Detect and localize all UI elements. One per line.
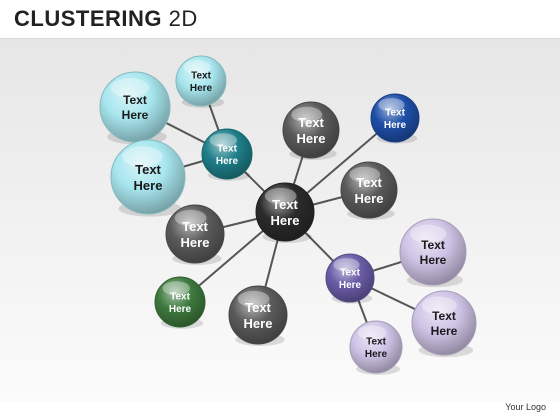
title-suffix: 2D bbox=[162, 6, 198, 31]
node-label-line2: Here bbox=[365, 349, 388, 360]
node-label-line1: Text bbox=[217, 144, 237, 155]
node-label-line2: Here bbox=[134, 178, 163, 193]
node-label-line1: Text bbox=[135, 162, 161, 177]
node-label-line2: Here bbox=[216, 156, 239, 167]
node-circle bbox=[411, 290, 477, 356]
node-label-line2: Here bbox=[169, 304, 192, 315]
node-circle bbox=[325, 253, 375, 303]
node-highlight bbox=[209, 133, 237, 148]
node-label-line2: Here bbox=[297, 131, 326, 146]
node-layer: TextHereTextHereTextHereTextHereTextHere… bbox=[99, 55, 477, 375]
node-label-line2: Here bbox=[431, 324, 458, 338]
node-highlight bbox=[291, 106, 323, 123]
node-label-line1: Text bbox=[385, 108, 405, 119]
node-label-line2: Here bbox=[420, 253, 447, 267]
node-label-line1: Text bbox=[170, 292, 190, 303]
node-label-line1: Text bbox=[123, 93, 147, 107]
node-highlight bbox=[349, 166, 381, 183]
node-circle bbox=[255, 182, 315, 242]
node-label-line1: Text bbox=[182, 219, 208, 234]
node-label-line1: Text bbox=[245, 300, 271, 315]
node-highlight bbox=[409, 224, 447, 244]
node-label-line1: Text bbox=[191, 71, 211, 82]
node-label-line2: Here bbox=[339, 280, 362, 291]
node-label-line1: Text bbox=[432, 309, 456, 323]
node-label-line2: Here bbox=[244, 316, 273, 331]
node-circle bbox=[228, 285, 288, 345]
node-label-line1: Text bbox=[356, 175, 382, 190]
node-highlight bbox=[162, 281, 190, 296]
node-circle bbox=[370, 93, 420, 143]
node-circle bbox=[175, 55, 227, 107]
node-highlight bbox=[110, 77, 149, 98]
node-label-line1: Text bbox=[421, 238, 445, 252]
node-circle bbox=[399, 218, 467, 286]
node-highlight bbox=[264, 187, 297, 205]
node-circle bbox=[165, 204, 225, 264]
node-highlight bbox=[237, 290, 270, 308]
node-label-line2: Here bbox=[181, 235, 210, 250]
logo-text: Your Logo bbox=[505, 402, 546, 412]
node-label-line2: Here bbox=[384, 120, 407, 131]
title-divider bbox=[0, 38, 560, 39]
node-highlight bbox=[333, 258, 360, 272]
node-highlight bbox=[421, 296, 457, 315]
node-label-line1: Text bbox=[340, 268, 360, 279]
node-label-line2: Here bbox=[355, 191, 384, 206]
node-highlight bbox=[183, 60, 211, 75]
node-highlight bbox=[357, 325, 387, 340]
node-label-line1: Text bbox=[272, 197, 298, 212]
node-label-line1: Text bbox=[366, 337, 386, 348]
node-circle bbox=[349, 320, 403, 374]
title-main: CLUSTERING bbox=[14, 6, 162, 31]
node-highlight bbox=[378, 98, 405, 112]
node-circle bbox=[201, 128, 253, 180]
node-circle bbox=[110, 139, 186, 215]
page-title: CLUSTERING 2D bbox=[14, 6, 198, 32]
node-highlight bbox=[174, 209, 207, 227]
node-circle bbox=[154, 276, 206, 328]
node-circle bbox=[282, 101, 340, 159]
node-highlight bbox=[122, 146, 163, 168]
node-label-line2: Here bbox=[122, 108, 149, 122]
node-label-line1: Text bbox=[298, 115, 324, 130]
node-label-line2: Here bbox=[271, 213, 300, 228]
node-circle bbox=[340, 161, 398, 219]
node-label-line2: Here bbox=[190, 83, 213, 94]
